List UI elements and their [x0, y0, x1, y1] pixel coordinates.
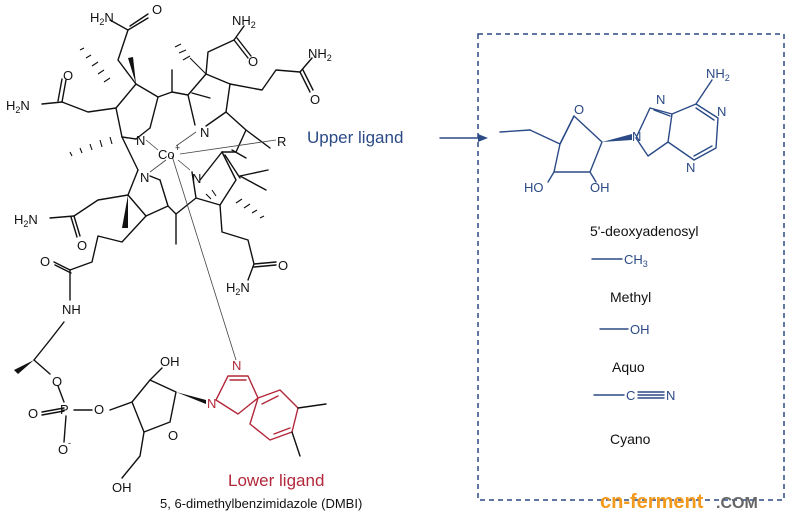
ligand-option-deoxyadenosyl: 5'-deoxyadenosyl: [590, 223, 699, 239]
atom-label: O: [94, 402, 104, 417]
atom-label: OH: [112, 480, 132, 495]
atom-label: O: [40, 254, 50, 269]
svg-text:C: C: [626, 388, 635, 403]
coordination-bonds: [145, 131, 277, 361]
ligand-option-methyl: Methyl: [610, 289, 651, 305]
atom-label: O: [310, 92, 320, 107]
atom-label: N: [717, 104, 726, 119]
atom-label: OH: [590, 180, 610, 195]
atom-label: N: [656, 92, 665, 107]
dmbi-label: 5, 6-dimethylbenzimidazole (DMBI): [160, 496, 362, 511]
atom-label: NH2: [232, 13, 256, 30]
corrin-ring: [115, 57, 271, 245]
atom-label: O: [58, 442, 68, 457]
atom-label: O: [52, 374, 62, 389]
ligand-option-aquo: Aquo: [612, 359, 645, 375]
atom-label: O: [152, 2, 162, 17]
svg-text:N: N: [666, 388, 675, 403]
atom-label: N: [232, 358, 241, 373]
upper-ligand-arrow: [439, 134, 488, 142]
atom-label: HO: [524, 180, 544, 195]
atom-label: P: [60, 402, 69, 417]
svg-text:CH3: CH3: [624, 252, 648, 269]
atom-label: N: [632, 129, 641, 144]
atom-label: O: [248, 54, 258, 69]
atom-label: H2N: [6, 98, 30, 115]
atom-label: H2N: [226, 280, 250, 297]
atom-label: -: [68, 438, 71, 448]
aquo-formula: OH: [599, 322, 650, 337]
svg-text:.COM: .COM: [716, 495, 758, 512]
left-atom-labels: H2N O NH2 O NH2 O H2N O N N N N Co + R H…: [6, 2, 332, 495]
atom-label: OH: [160, 354, 180, 369]
atom-label: H2N: [14, 212, 38, 229]
deoxyadenosyl-structure: [499, 79, 719, 183]
upper-ligand-label: Upper ligand: [307, 128, 403, 147]
atom-label: N: [140, 170, 149, 185]
svg-text:cn-ferment: cn-ferment: [600, 491, 704, 513]
atom-label: NH: [62, 302, 81, 317]
dmbi-ring: [215, 375, 327, 457]
cyano-formula: C N: [593, 388, 675, 403]
r-group-label: R: [277, 134, 286, 149]
atom-label: NH2: [308, 46, 332, 63]
lower-ligand-label: Lower ligand: [228, 471, 324, 490]
atom-label: N: [200, 125, 209, 140]
atom-label: O: [77, 238, 87, 253]
atom-label: N: [686, 160, 695, 175]
atom-label: H2N: [90, 10, 114, 27]
atom-label: O: [278, 258, 288, 273]
deoxyadenosyl-atoms: O N N N N NH2 HO OH: [524, 66, 730, 195]
atom-label: O: [168, 428, 178, 443]
atom-label: O: [28, 406, 38, 421]
methyl-formula: CH3: [591, 252, 648, 269]
watermark-logo: cn-ferment .COM: [600, 491, 758, 513]
svg-text:OH: OH: [630, 322, 650, 337]
atom-label: NH2: [706, 66, 730, 83]
side-chains: [14, 13, 314, 479]
cobalt-label: Co: [158, 147, 175, 162]
ligand-option-cyano: Cyano: [610, 431, 651, 447]
stereo-methyls: [69, 43, 265, 228]
atom-label: O: [63, 68, 73, 83]
atom-label: N: [192, 171, 201, 186]
ligand-options-box: [477, 33, 785, 501]
atom-label: O: [574, 102, 584, 117]
atom-label: N: [207, 396, 216, 411]
cobalt-charge: +: [175, 143, 180, 153]
atom-label: N: [136, 133, 145, 148]
